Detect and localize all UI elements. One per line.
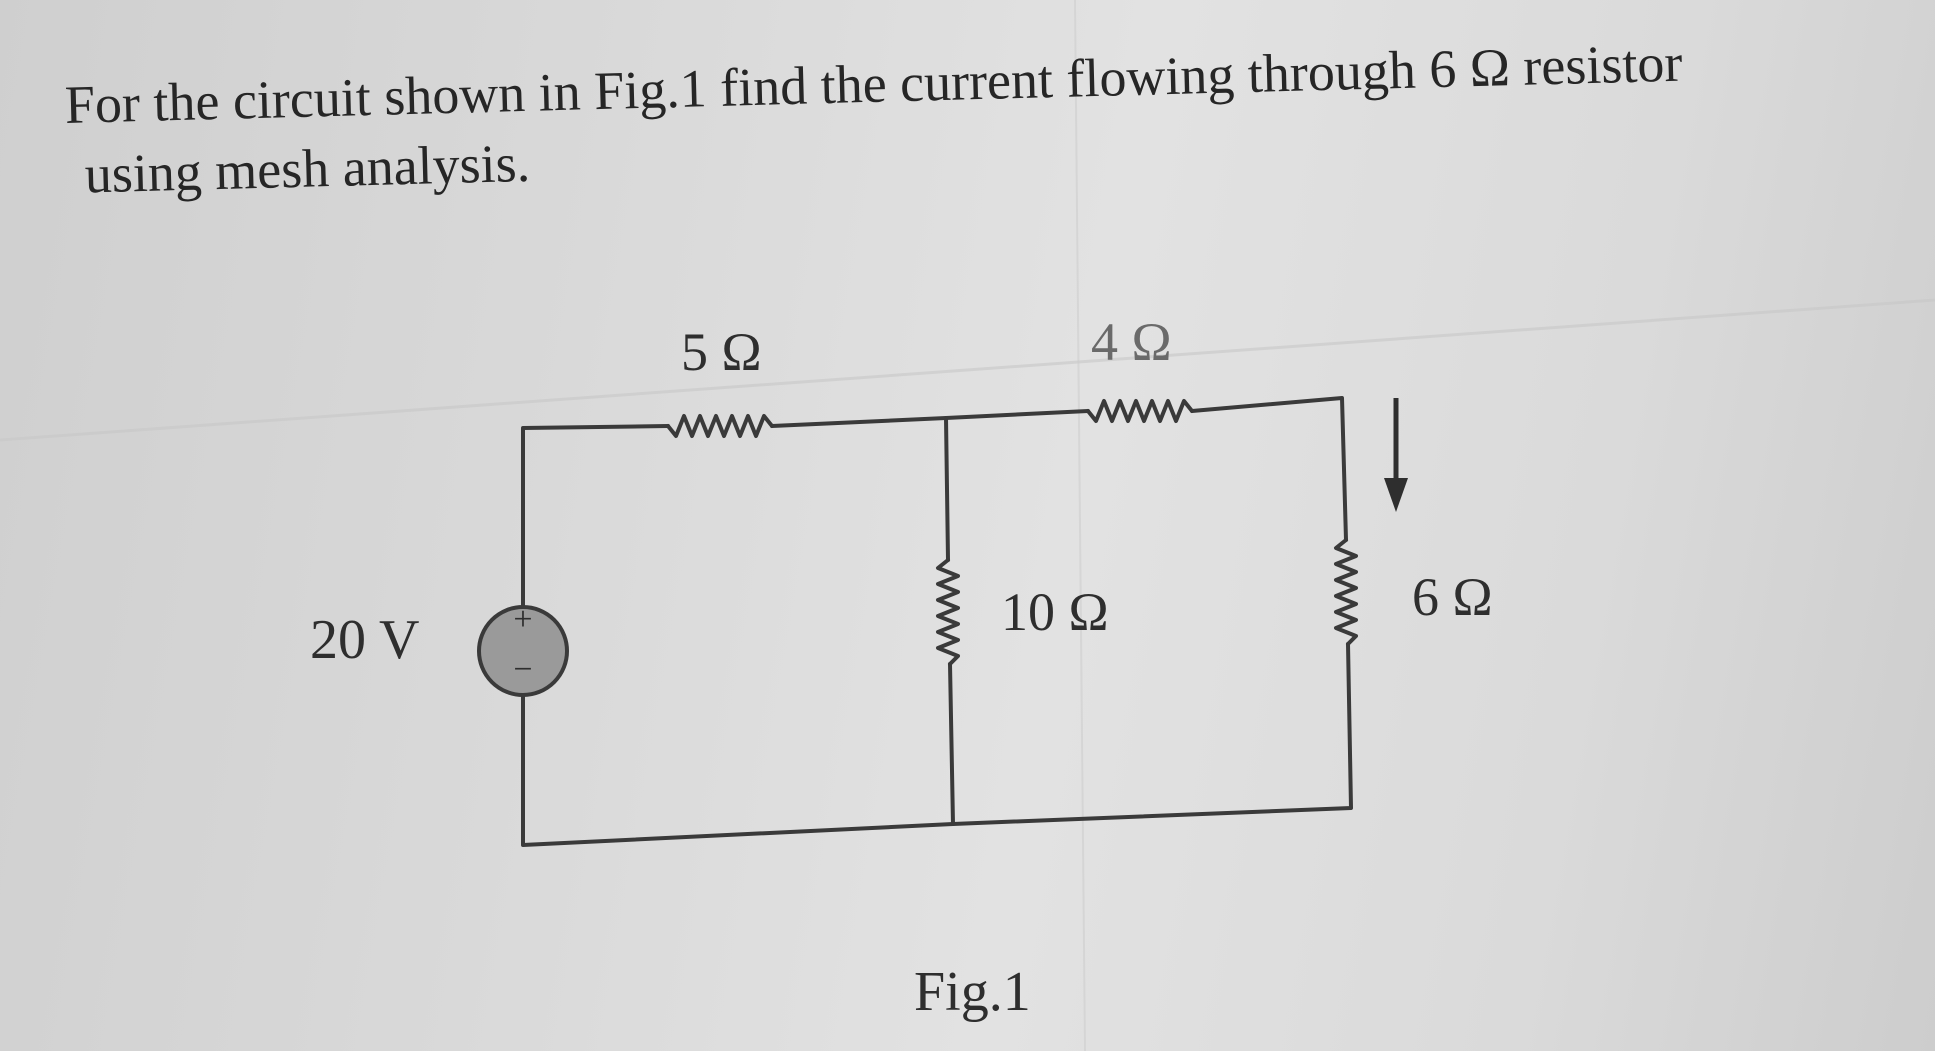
arrow-down-icon (1384, 398, 1408, 512)
voltage-source-icon: + − (477, 601, 569, 697)
wire-middle-bottom (948, 662, 955, 826)
figure-caption: Fig.1 (914, 961, 1031, 1023)
label-5-ohm: 5 Ω (681, 322, 762, 382)
label-6-ohm: 6 Ω (1412, 567, 1493, 627)
label-10-ohm: 10 Ω (1001, 582, 1109, 642)
resistor-10-ohm (936, 558, 960, 666)
label-20-volt: 20 V (310, 609, 419, 671)
wire-right-bottom (951, 642, 1353, 826)
wire-bottom-left (521, 693, 955, 847)
wire-top-right (1190, 396, 1348, 542)
resistor-5-ohm (666, 414, 774, 438)
source-minus-sign: − (513, 651, 532, 688)
label-4-ohm: 4 Ω (1091, 312, 1172, 372)
resistor-6-ohm (1334, 538, 1358, 646)
wire-left-top (521, 424, 670, 609)
wire-middle-top (944, 416, 950, 562)
wire-top-middle (770, 409, 1090, 428)
source-plus-sign: + (513, 601, 532, 638)
resistor-4-ohm (1086, 399, 1194, 423)
